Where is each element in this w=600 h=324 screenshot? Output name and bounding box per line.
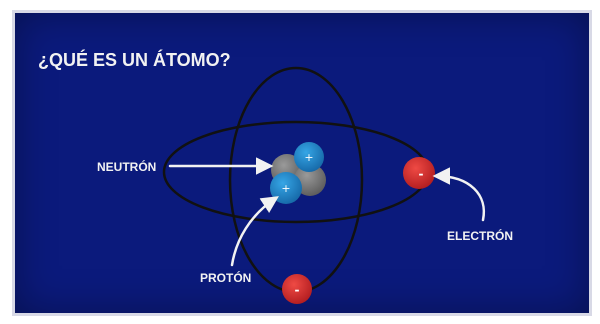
electron-label: ELECTRÓN [447,228,513,243]
proton-charge: + [281,182,290,195]
proton-label: PROTÓN [200,270,251,285]
electron-charge: - [295,283,300,297]
proton-charge: + [304,151,313,164]
proton-arrow [232,198,276,265]
electron-charge: - [419,167,424,181]
page-title: ¿QUÉ ES UN ÁTOMO? [38,49,231,70]
nucleus: + + [270,142,326,204]
neutron-label: NEUTRÓN [97,159,156,174]
electron-arrow [436,176,484,220]
